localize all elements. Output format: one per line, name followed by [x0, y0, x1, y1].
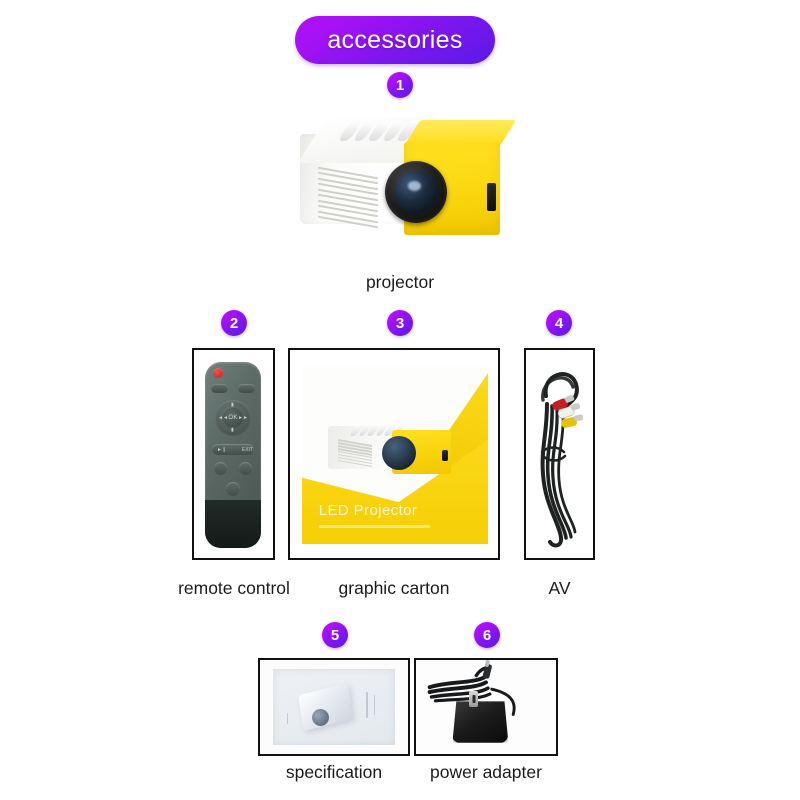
rca-yellow-connector [561, 414, 584, 428]
remote-prev-icon: ◄◄ [218, 415, 228, 421]
remote-play-icon: ►❙ [217, 447, 227, 453]
caption-power-adapter: power adapter [430, 762, 542, 782]
power-adapter-cable-drawing [427, 660, 516, 716]
frame-graphic-carton: LED Projector [288, 348, 500, 560]
remote-lower-section [205, 499, 261, 548]
page-title: accessories [327, 25, 463, 54]
projector-lens-glass [395, 170, 437, 213]
specification-text-line [366, 691, 368, 718]
badge-4: 4 [546, 310, 572, 336]
carton-projector-artwork [328, 412, 451, 487]
specification-text-line [373, 694, 376, 715]
caption-specification: specification [285, 762, 383, 782]
badge-6: 6 [474, 622, 500, 648]
product-image-specification [260, 660, 408, 754]
projector-lens [385, 160, 447, 223]
badge-2: 2 [221, 310, 247, 336]
product-image-av-cable [530, 356, 592, 554]
rca-red-connector [552, 394, 575, 411]
remote-volume-down-button [214, 462, 227, 475]
av-cable-drawing [540, 372, 584, 548]
caption-graphic-carton: graphic carton [338, 578, 450, 598]
badge-1: 1 [387, 72, 413, 98]
carton-projector-port [441, 450, 448, 462]
remote-source-button [238, 384, 255, 393]
frame-power-adapter [414, 658, 558, 756]
carton-title: LED Projector [318, 502, 418, 520]
remote-mute-button [226, 482, 240, 496]
projector-vents [318, 166, 378, 229]
remote-menu-button [211, 384, 228, 393]
specification-text-line [286, 712, 289, 724]
remote-down-icon: ▮ [231, 427, 234, 433]
projector-lens-highlight [407, 181, 421, 192]
projector-side-port [487, 182, 497, 211]
carton-subtitle-line [318, 524, 431, 528]
caption-projector: projector [365, 272, 435, 292]
badge-5: 5 [322, 622, 348, 648]
remote-volume-up-button [239, 462, 252, 475]
frame-remote-control: OK ▮ ▮ ◄◄ ►► ►❙ EXIT [192, 348, 275, 560]
specification-manual-page [273, 669, 395, 745]
carton-projector-lens [382, 435, 417, 470]
badge-3: 3 [387, 310, 413, 336]
remote-dpad: OK ▮ ▮ ◄◄ ►► [215, 400, 251, 436]
remote-ok-button: OK [222, 407, 244, 429]
remote-exit-label: EXIT [241, 447, 253, 453]
caption-av-cable: AV [548, 578, 571, 598]
specification-projector-illustration [298, 682, 353, 732]
product-image-remote-control: OK ▮ ▮ ◄◄ ►► ►❙ EXIT [205, 362, 261, 548]
frame-av-cable [524, 348, 595, 560]
rca-white-connector [557, 403, 581, 419]
remote-next-icon: ►► [238, 415, 248, 421]
remote-power-button [213, 368, 223, 378]
product-image-power-adapter [416, 660, 556, 754]
caption-remote-control: remote control [178, 578, 290, 598]
product-image-projector [297, 112, 517, 262]
power-adapter-prongs [469, 691, 479, 708]
remote-play-exit-bar [212, 444, 254, 455]
dc-barrel-plug [482, 660, 492, 679]
power-adapter-brick [452, 701, 509, 743]
remote-up-icon: ▮ [231, 402, 234, 408]
frame-specification [258, 658, 410, 756]
page-title-pill: accessories [295, 16, 495, 64]
product-image-graphic-carton: LED Projector [302, 366, 488, 544]
